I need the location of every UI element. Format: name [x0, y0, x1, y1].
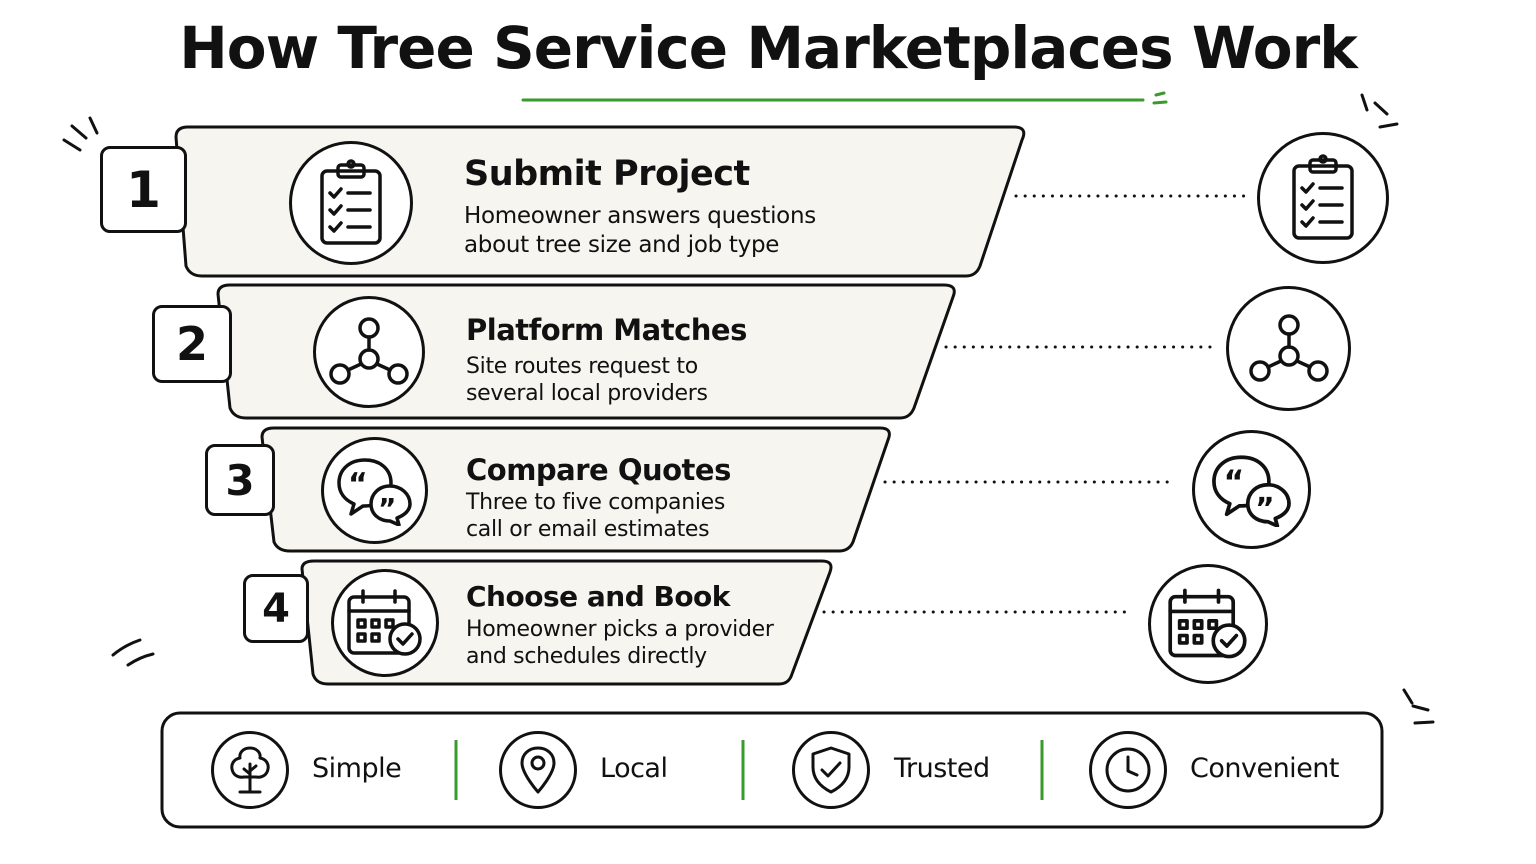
step-description-line: Site routes request to: [466, 354, 698, 379]
network-nodes-icon: [1248, 313, 1329, 382]
step-description-line: Homeowner answers questions: [464, 203, 816, 229]
svg-text:“: “: [348, 467, 368, 502]
step-icon-circle-right: [1257, 132, 1389, 264]
step-description-line: call or email estimates: [466, 517, 710, 542]
step-icon-circle: [289, 141, 413, 265]
calendar-check-icon: [347, 589, 422, 656]
step-icon-circle: [313, 296, 425, 408]
clipboard-checklist-icon: [320, 159, 382, 245]
step-description: Homeowner picks a provider and schedules…: [466, 616, 774, 670]
step-number-badge: 4: [243, 574, 309, 643]
step-icon-circle: [331, 569, 439, 677]
step-description-line: several local providers: [466, 381, 708, 406]
underline-accent-mark: [1152, 100, 1168, 105]
step-description-line: Homeowner picks a provider: [466, 617, 774, 642]
step-number-badge: 3: [205, 444, 275, 516]
feature-bar: [160, 711, 1384, 829]
step-title: Compare Quotes: [466, 453, 731, 487]
step-icon-circle-right: [1226, 286, 1351, 411]
decorative-marks: [62, 93, 1435, 725]
network-nodes-icon: [329, 317, 409, 385]
step-icon-circle-right: [1148, 564, 1268, 684]
feature-label: Convenient: [1190, 753, 1340, 784]
step-icon-circle-right: “ ”: [1192, 430, 1311, 549]
feature-icon-circle: [499, 731, 577, 809]
step-description: Homeowner answers questions about tree s…: [464, 202, 816, 260]
svg-text:”: ”: [378, 492, 396, 525]
quote-bubbles-icon: “ ”: [1211, 454, 1291, 527]
feature-icon-circle: [1089, 731, 1167, 809]
tree-icon: [230, 746, 270, 794]
feature-label: Trusted: [894, 753, 990, 784]
step-title: Submit Project: [464, 154, 750, 194]
feature-label: Local: [600, 753, 668, 784]
page-title: How Tree Service Marketplaces Work: [179, 14, 1358, 82]
feature-icon-circle: [211, 731, 289, 809]
location-pin-icon: [520, 746, 556, 794]
step-description-line: Three to five companies: [466, 490, 726, 515]
step-number-badge: 1: [100, 146, 187, 233]
step-description: Three to five companies call or email es…: [466, 489, 725, 543]
quote-bubbles-icon: “ ”: [336, 457, 412, 526]
step-title: Choose and Book: [466, 580, 730, 613]
feature-label: Simple: [312, 753, 402, 784]
clipboard-checklist-icon: [1292, 154, 1354, 240]
step-title: Platform Matches: [466, 313, 747, 347]
step-icon-circle: “ ”: [321, 437, 428, 544]
underline-accent-mark: [1154, 91, 1166, 97]
shield-check-icon: [811, 746, 851, 794]
step-number-badge: 2: [152, 305, 232, 383]
step-band-4: [300, 559, 833, 686]
step-description-line: and schedules directly: [466, 644, 707, 669]
clock-icon: [1105, 747, 1151, 793]
step-description: Site routes request to several local pro…: [466, 353, 708, 407]
step-description-line: about tree size and job type: [464, 232, 780, 258]
svg-text:“: “: [1223, 465, 1244, 501]
svg-text:”: ”: [1255, 491, 1274, 525]
calendar-check-icon: [1168, 588, 1247, 659]
feature-icon-circle: [792, 731, 870, 809]
